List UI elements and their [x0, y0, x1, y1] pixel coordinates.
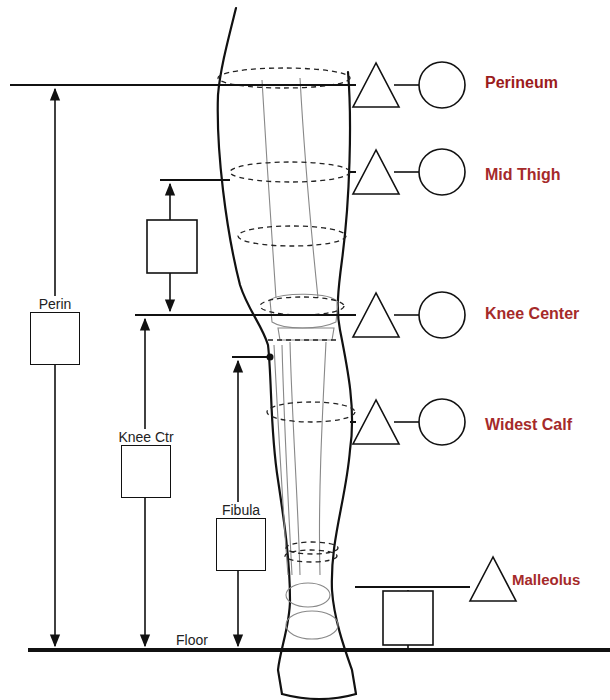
dimension-heading: Perin: [37, 296, 74, 312]
measure-box: Knee Ctr: [121, 445, 171, 498]
floor-label: Floor: [176, 632, 208, 648]
landmark-label: Widest Calf: [485, 416, 572, 434]
measure-box: Fibula: [216, 518, 266, 571]
dimension-heading: Knee Ctr: [116, 429, 175, 445]
landmark-label: Perineum: [485, 74, 558, 92]
dimension-heading: Fibula: [220, 502, 262, 518]
landmark-label: Mid Thigh: [485, 166, 561, 184]
landmark-label: Malleolus: [512, 571, 580, 588]
landmark-label: Knee Center: [485, 305, 579, 323]
measure-box: Perin: [30, 312, 80, 365]
